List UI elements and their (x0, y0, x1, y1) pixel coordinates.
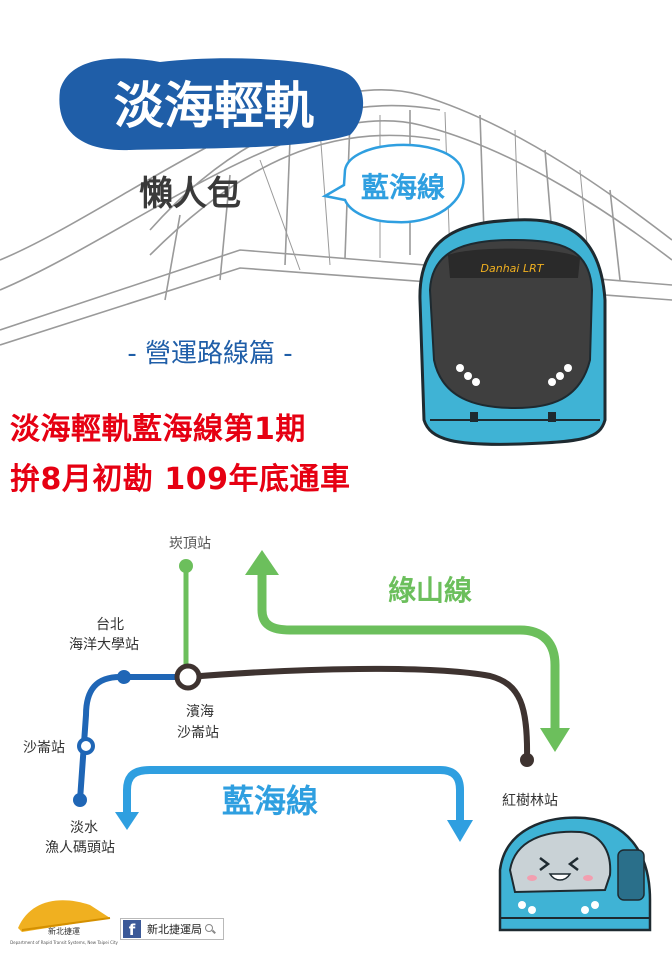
section-title: - 營運路線篇 - (127, 339, 292, 369)
green-line-label: 綠山線 (388, 574, 472, 607)
blue-line-label: 藍海線 (222, 782, 318, 820)
station-label-binhai-line1: 濱海 (186, 704, 214, 720)
station-label-binhai-line2: 沙崙站 (177, 725, 219, 741)
poster-title: 淡海輕軌 (114, 77, 314, 135)
line-name-bubble: 藍海線 (321, 143, 465, 224)
station-dot-binhai (174, 663, 202, 691)
station-label-ntou-line1: 台北 (96, 617, 124, 633)
bubble-label: 藍海線 (361, 171, 445, 204)
headline-line-2: 拚8月初勘 109年底通車 (10, 462, 351, 497)
facebook-search-badge[interactable]: f 新北捷運局 (120, 918, 224, 940)
search-icon (205, 924, 215, 934)
station-label-ntou-line2: 海洋大學站 (69, 637, 139, 653)
station-label-chongding: 崁頂站 (169, 536, 211, 552)
station-dot-ntou (117, 670, 131, 684)
train-front-sign: Danhai LRT (481, 262, 545, 275)
headline-line-1: 淡海輕軌藍海線第1期 (10, 412, 306, 447)
lrt-train-front: Danhai LRT (418, 218, 607, 446)
poster-subtitle: 懶人包 (139, 174, 241, 214)
station-label-hongshulin: 紅樹林站 (502, 793, 558, 809)
cute-train-mascot (498, 816, 652, 932)
metro-logo-name: 新北捷運 (48, 926, 80, 936)
metro-logo: 新北捷運 Department of Rapid Transit Systems… (10, 900, 119, 945)
bridge-illustration (0, 89, 672, 346)
station-label-shalun: 沙崙站 (23, 740, 65, 756)
facebook-icon: f (123, 920, 141, 938)
green-line-arrow: 綠山線 (245, 550, 570, 752)
train-headlights (456, 364, 572, 386)
metro-logo-subtext: Department of Rapid Transit Systems, New… (10, 940, 118, 945)
station-dot-chongding (179, 559, 193, 573)
route-map: 崁頂站 台北 海洋大學站 濱海 沙崙站 沙崙站 淡水 漁人碼頭站 紅樹林站 綠山… (23, 536, 570, 856)
station-dot-fisherman (73, 793, 87, 807)
facebook-page-name: 新北捷運局 (147, 923, 202, 936)
station-dot-shalun (77, 737, 95, 755)
station-dot-hongshulin (520, 753, 534, 767)
station-label-fisherman-line1: 淡水 (70, 820, 98, 836)
brown-line-segment (187, 665, 531, 761)
blue-line-arrow: 藍海線 (115, 766, 473, 842)
title-plate: 淡海輕軌 (59, 58, 364, 151)
dark-blue-line-segment (77, 674, 186, 801)
station-label-fisherman-line2: 漁人碼頭站 (45, 840, 115, 856)
